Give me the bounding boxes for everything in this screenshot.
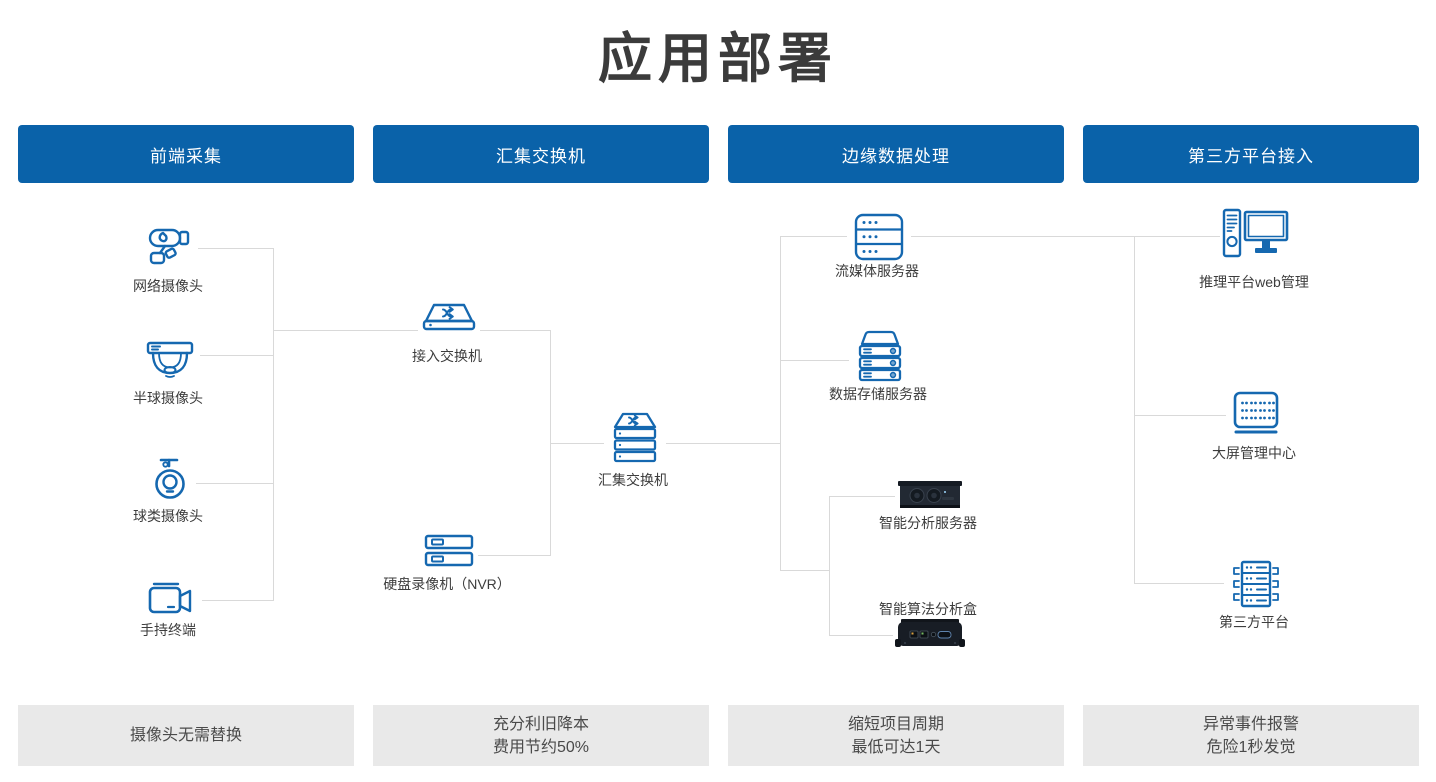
node-label: 球类摄像头 [133,508,203,524]
node-label: 接入交换机 [412,348,482,364]
benefit-line: 危险1秒发觉 [1206,738,1296,756]
column-header-edge: 边缘数据处理 [728,125,1064,183]
benefit-box-alarm: 异常事件报警 危险1秒发觉 [1083,705,1419,766]
bullet-camera-icon [142,224,198,274]
connector-line [780,236,781,571]
dome-camera-icon [141,338,199,386]
benefit-line: 缩短项目周期 [847,715,944,733]
connector-line [829,635,896,636]
node-label: 手持终端 [140,622,196,638]
connector-line [1134,415,1230,416]
node-label: 智能算法分析盒 [879,601,977,617]
connector-line [202,600,273,601]
benefit-line: 摄像头无需替换 [129,727,242,744]
node-label: 数据存储服务器 [829,386,927,402]
aggregation-switch-icon [604,410,666,466]
connector-line [474,555,550,556]
node-label: 智能分析服务器 [879,515,977,531]
node-label: 半球摄像头 [133,390,203,406]
connector-line [829,496,895,497]
connector-line [273,330,550,331]
connector-line [780,570,829,571]
analysis-server-icon [895,478,965,514]
node-label: 网络摄像头 [133,278,203,294]
node-label: 大屏管理中心 [1212,445,1296,461]
column-header-switch: 汇集交换机 [373,125,709,183]
node-label: 硬盘录像机（NVR） [383,576,511,592]
benefit-line: 异常事件报警 [1202,715,1299,733]
analysis-box-icon [893,616,967,654]
node-label: 汇集交换机 [598,472,668,488]
connector-line [200,355,273,356]
connector-line [1134,236,1135,584]
big-screen-icon [1226,389,1286,445]
storage-server-icon [849,328,911,386]
page-title: 应用部署 [598,29,838,89]
connector-line [194,483,273,484]
connector-line [196,248,273,249]
column-header-frontend: 前端采集 [18,125,354,183]
web-computer-icon [1220,206,1292,262]
connector-line [780,360,860,361]
connector-line [829,496,830,636]
benefit-box-cameras: 摄像头无需替换 [18,705,354,766]
benefit-box-cost: 充分利旧降本 费用节约50% [373,705,709,766]
ptz-ball-camera-icon [144,455,196,507]
connector-line [780,236,1220,237]
connector-line [273,248,274,601]
nvr-icon [420,532,478,570]
node-label: 推理平台web管理 [1199,274,1309,290]
media-server-icon [847,211,911,263]
handheld-camera-icon [140,578,200,624]
column-header-thirdparty: 第三方平台接入 [1083,125,1419,183]
benefit-box-schedule: 缩短项目周期 最低可达1天 [728,705,1064,766]
node-label: 第三方平台 [1219,614,1289,630]
third-party-platform-icon [1224,558,1288,610]
benefit-line: 最低可达1天 [851,738,941,756]
connector-line [1134,583,1227,584]
benefit-line: 充分利旧降本 [492,715,589,733]
node-label: 流媒体服务器 [835,263,919,279]
benefit-line: 费用节约50% [492,738,590,756]
access-switch-icon [418,301,480,337]
